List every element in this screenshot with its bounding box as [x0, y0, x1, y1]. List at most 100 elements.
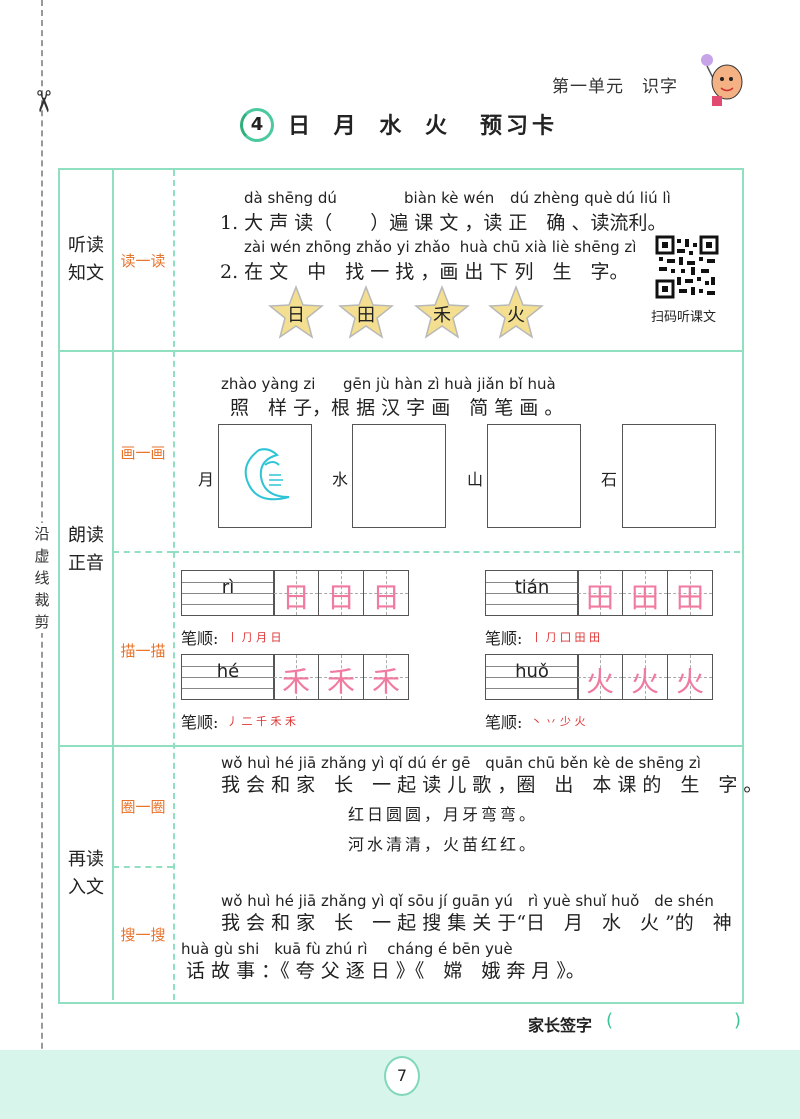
paren-close: ) — [734, 1010, 742, 1031]
star-character: 火 — [487, 284, 545, 341]
pinyin: dà shēng dú — [244, 189, 337, 207]
drawing-box[interactable] — [352, 424, 446, 528]
pinyin-lines: tián — [485, 570, 579, 616]
pinyin: gēn jù hàn zì huà jiǎn bǐ huà — [343, 375, 556, 393]
item2-text: 2. 在 文 中 找 一 找 ，画 出 下 列 生 字。 — [220, 261, 629, 283]
tracing-cell[interactable]: 火 — [667, 654, 713, 700]
tracing-cell[interactable]: 禾 — [318, 654, 364, 700]
tracing-cell[interactable]: 日 — [363, 570, 409, 616]
stroke-order-sequence: 丨 ⺆ 月 日 — [227, 631, 282, 644]
section-divider — [58, 350, 742, 352]
tracing-cell[interactable]: 田 — [667, 570, 713, 616]
tracing-pinyin: rì — [221, 577, 235, 598]
subsection-draw: 画一画 — [120, 444, 166, 462]
trace-character: 田 — [585, 581, 614, 614]
trace-character: 禾 — [371, 665, 400, 698]
column-divider-dashed — [173, 170, 175, 1000]
tracing-cell[interactable]: 禾 — [273, 654, 319, 700]
pinyin: wǒ huì hé jiā zhǎng yì qǐ sōu jí guān yú… — [221, 892, 714, 910]
trace-character: 火 — [630, 665, 659, 698]
pinyin: zhào yàng zi — [221, 375, 316, 393]
star-character: 日 — [267, 284, 325, 341]
paren-open: ( — [606, 1010, 614, 1031]
pinyin: dú liú lì — [616, 189, 671, 207]
trace-character: 禾 — [281, 665, 310, 698]
signature-field[interactable] — [618, 1012, 732, 1034]
subsection-trace: 描一描 — [120, 642, 166, 660]
pinyin-lines: rì — [181, 570, 275, 616]
star-icon — [267, 284, 325, 339]
tracing-cell[interactable]: 日 — [318, 570, 364, 616]
poem-line: 红日圆圆，月牙弯弯。 — [348, 805, 539, 824]
page-number: 7 — [384, 1056, 420, 1096]
subsection-circle: 圈一圈 — [120, 798, 166, 816]
pinyin: dú zhèng què — [510, 189, 613, 207]
moon-sketch-icon — [244, 448, 290, 501]
parent-signature-label: 家长签字 — [528, 1016, 593, 1035]
tracing-pinyin: huǒ — [515, 661, 549, 682]
subsection-read: 读一读 — [120, 252, 166, 270]
subsection-collect: 搜一搜 — [120, 926, 166, 944]
draw-instruction: 照 样 子，根 据 汉 字 画 简 笔 画 。 — [230, 397, 564, 419]
drawing-box[interactable] — [218, 424, 312, 528]
drawing-box[interactable] — [622, 424, 716, 528]
trace-character: 火 — [675, 665, 704, 698]
sub-divider — [113, 866, 173, 868]
stroke-order-sequence: 丶 丷 少 火 — [531, 715, 586, 728]
sub-divider — [113, 551, 173, 553]
qr-code-icon[interactable] — [655, 235, 719, 299]
section-label-read-aloud: 朗读 正音 — [68, 525, 104, 574]
tracing-cell[interactable]: 禾 — [363, 654, 409, 700]
mascot-icon — [701, 54, 743, 106]
worksheet-frame — [58, 168, 744, 1004]
section-label-reread: 再读 入文 — [68, 849, 104, 898]
tracing-cell[interactable]: 田 — [622, 570, 668, 616]
qr-label: 扫码听课文 — [651, 310, 717, 325]
tracing-cell[interactable]: 火 — [577, 654, 623, 700]
draw-label: 石 — [601, 470, 618, 489]
trace-character: 田 — [675, 581, 704, 614]
trace-character: 日 — [371, 581, 400, 614]
tracing-cell[interactable]: 日 — [273, 570, 319, 616]
tracing-pinyin: hé — [216, 661, 240, 682]
star-character: 禾 — [413, 284, 471, 341]
circle-instruction: 我 会 和 家 长 一 起 读 儿 歌 ，圈 出 本 课 的 生 字 。 — [221, 774, 763, 796]
stroke-order-label: 笔顺: — [181, 713, 219, 732]
cut-instruction: 沿 虚 线 裁 剪 — [33, 523, 51, 633]
unit-label: 第一单元 识字 — [552, 77, 678, 97]
poem-line: 河水清清，火苗红红。 — [348, 835, 539, 854]
pinyin: biàn kè wén — [404, 189, 495, 207]
section-divider — [58, 745, 742, 747]
tracing-cell[interactable]: 火 — [622, 654, 668, 700]
stroke-order-sequence: 丨 ⺆ 囗 田 田 — [531, 631, 600, 644]
lesson-number: 4 — [240, 108, 274, 142]
stroke-order-label: 笔顺: — [485, 629, 523, 648]
card-title: 预习卡 — [480, 114, 559, 139]
pinyin: zài wén zhōng zhǎo yi zhǎo huà chū xià l… — [244, 238, 637, 256]
draw-label: 山 — [467, 470, 484, 489]
star-character: 田 — [337, 284, 395, 341]
section-label-listen: 听读 知文 — [68, 235, 104, 284]
stroke-order-label: 笔顺: — [485, 713, 523, 732]
stroke-order-label: 笔顺: — [181, 629, 219, 648]
trace-character: 田 — [630, 581, 659, 614]
trace-character: 日 — [281, 581, 310, 614]
collect-instruction-cont: 话 故 事 ：《 夸 父 逐 日 》《 嫦 娥 奔 月 》。 — [186, 960, 585, 982]
pinyin: wǒ huì hé jiā zhǎng yì qǐ dú ér gē quān … — [221, 754, 701, 772]
collect-instruction: 我 会 和 家 长 一 起 搜 集 关 于“日 月 水 火 ”的 神 — [221, 912, 732, 934]
column-divider — [112, 170, 114, 1000]
trace-character: 火 — [585, 665, 614, 698]
draw-label: 月 — [198, 470, 215, 489]
trace-character: 禾 — [326, 665, 355, 698]
pinyin-lines: hé — [181, 654, 275, 700]
scissors-icon: ✂ — [25, 88, 61, 115]
star-icon — [337, 284, 395, 339]
tracing-cell[interactable]: 田 — [577, 570, 623, 616]
draw-label: 水 — [332, 470, 349, 489]
pinyin-lines: huǒ — [485, 654, 579, 700]
stroke-order-sequence: 丿 二 千 禾 禾 — [227, 715, 296, 728]
lesson-title: 日 月 水 火 — [288, 114, 455, 139]
pinyin: huà gù shi kuā fù zhú rì cháng é bēn yuè — [181, 940, 513, 958]
drawing-box[interactable] — [487, 424, 581, 528]
trace-character: 日 — [326, 581, 355, 614]
